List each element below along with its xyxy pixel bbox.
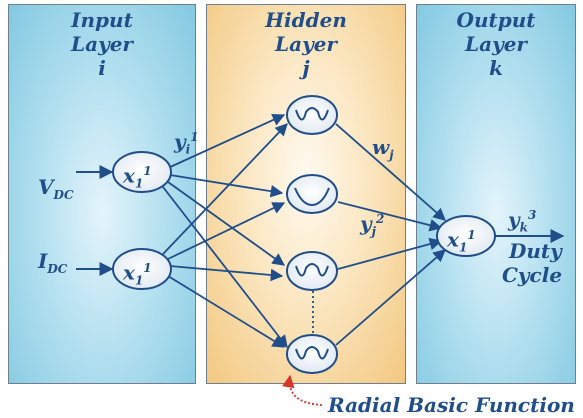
output-text-line2: Cycle [502, 263, 563, 287]
connection-x1-h2 [169, 174, 284, 198]
connection-h1-out [335, 123, 446, 221]
hidden-layer-title: Hidden [265, 8, 347, 32]
connection-h4-out [335, 249, 446, 346]
input-layer-title: Input [71, 8, 133, 32]
signal-yi-label: yi1 [174, 129, 199, 157]
hidden-neuron-4 [286, 334, 338, 374]
input-layer-title-2: Layer [71, 32, 133, 56]
connection-x2-h4 [167, 275, 286, 348]
output-layer-title-2: Layer [465, 32, 527, 56]
hidden-neuron-1 [286, 95, 338, 135]
input-neuron-2 [112, 248, 172, 290]
connection-x1-h3 [167, 181, 286, 266]
output-layer-index: k [489, 56, 503, 80]
input-neuron-1-label: x11 [123, 163, 152, 191]
hidden-layer-index: j [302, 56, 310, 80]
input-layer-index: i [98, 56, 106, 80]
connection-x1-h4 [162, 186, 288, 348]
output-text-line1: Duty [509, 239, 562, 263]
signal-yj-label: yj2 [360, 211, 385, 239]
connection-h3-out [337, 237, 443, 270]
output-neuron-label: x11 [447, 227, 476, 255]
input-layer-panel: Input Layer i [8, 4, 196, 384]
connection-h2-out [337, 201, 443, 232]
signal-wj-label: wj [372, 135, 394, 162]
signal-yk-label: yk3 [508, 207, 537, 235]
output-neuron [436, 215, 496, 257]
output-layer-panel: Output Layer k [416, 4, 576, 384]
connection-x2-h3 [169, 265, 284, 282]
hidden-neuron-3 [286, 251, 338, 291]
input-idc-label: IDC [38, 249, 68, 276]
rbf-label: Radial Basic Function [328, 393, 575, 417]
input-vdc-label: VDC [38, 175, 74, 202]
input-neuron-1 [112, 151, 172, 193]
input-neuron-2-label: x11 [123, 260, 152, 288]
connection-x2-h1 [162, 123, 288, 255]
connection-x1-h1 [167, 113, 286, 169]
hidden-neuron-2 [286, 174, 338, 214]
connection-x2-h2 [167, 202, 286, 260]
output-layer-title: Output [456, 8, 536, 32]
rbf-pointer-arrow [282, 374, 323, 406]
hidden-layer-title-2: Layer [275, 32, 337, 56]
